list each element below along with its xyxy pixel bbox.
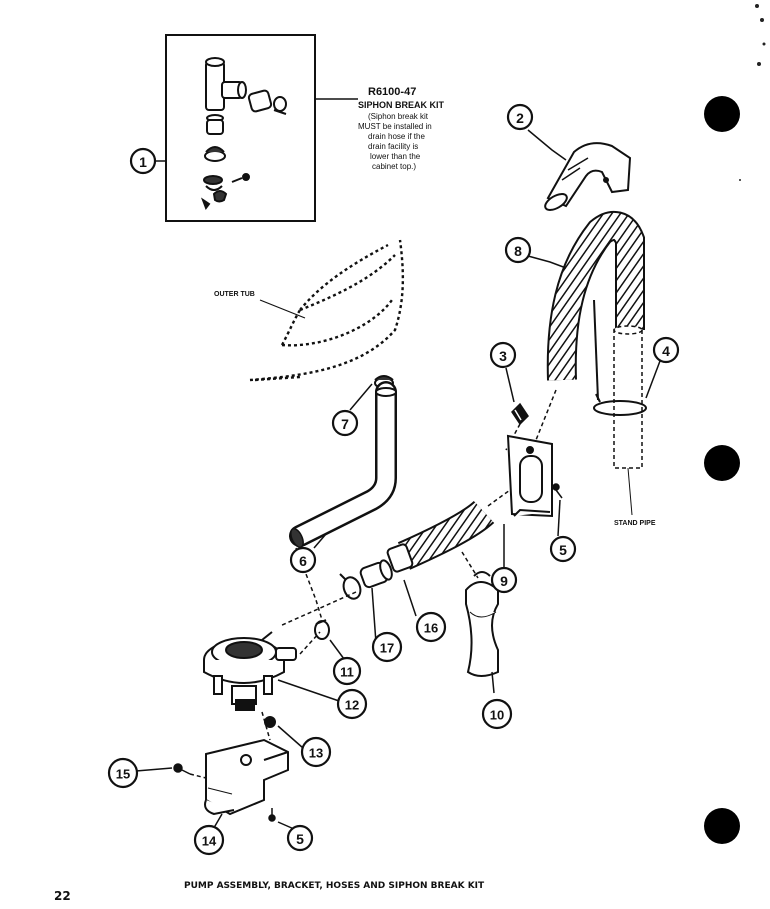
svg-text:15: 15 <box>116 767 130 782</box>
callout-1: 1 <box>129 147 157 175</box>
kit-note-line: (Siphon break kit <box>368 112 429 121</box>
callout-5-upper: 5 <box>549 535 577 563</box>
kit-part-number: R6100-47 <box>368 86 416 98</box>
kit-note-line: lower than the <box>370 152 421 161</box>
svg-text:4: 4 <box>662 343 670 359</box>
clamp-part-11 <box>314 619 330 640</box>
assembly-line <box>261 711 271 741</box>
corrugated-hose-lower <box>397 500 495 570</box>
assembly-line <box>461 551 479 579</box>
ball-part-13 <box>264 716 276 728</box>
callout-3: 3 <box>489 341 517 369</box>
svg-text:12: 12 <box>345 698 359 713</box>
scan-specks <box>739 4 766 181</box>
callout-9: 9 <box>490 566 518 594</box>
svg-text:1: 1 <box>139 154 147 170</box>
elbow-part-2 <box>544 142 632 211</box>
svg-text:14: 14 <box>202 834 217 849</box>
callout-12: 12 <box>336 688 368 720</box>
outer-tub-label: OUTER TUB <box>214 291 255 298</box>
svg-text:5: 5 <box>559 542 567 558</box>
kit-coupling <box>247 89 287 115</box>
siphon-break-kit-inset <box>165 34 358 222</box>
clamp-part-17 <box>339 573 362 600</box>
stand-pipe <box>613 325 643 469</box>
assembly-line <box>535 389 557 441</box>
tee-fitting <box>205 57 247 111</box>
screw-part-15 <box>173 763 191 775</box>
svg-text:6: 6 <box>299 553 307 569</box>
binder-hole-top <box>704 96 740 132</box>
callout-2: 2 <box>506 103 534 131</box>
callout-15: 15 <box>107 757 139 789</box>
outer-tub-outline <box>249 239 405 382</box>
outer-tub-leader <box>259 299 306 319</box>
kit-title: SIPHON BREAK KIT <box>358 100 445 110</box>
kit-text-block: R6100-47 SIPHON BREAK KIT (Siphon break … <box>358 86 445 171</box>
kit-note-line: MUST be installed in <box>358 122 432 131</box>
hose-support-part-10 <box>465 571 499 677</box>
kit-note-line: cabinet top.) <box>372 162 416 171</box>
callout-14: 14 <box>193 824 225 856</box>
strap-part-4 <box>593 299 647 416</box>
kit-note-line: drain hose if the <box>368 132 425 141</box>
callout-6: 6 <box>289 546 317 574</box>
stand-pipe-leader <box>627 467 633 516</box>
svg-text:5: 5 <box>296 831 304 847</box>
callout-7: 7 <box>331 409 359 437</box>
svg-text:3: 3 <box>499 348 507 364</box>
bracket-part-9 <box>506 434 553 518</box>
svg-text:11: 11 <box>340 665 354 680</box>
page-number: 22 <box>54 889 71 903</box>
bracket-part-14 <box>204 738 289 816</box>
svg-text:10: 10 <box>490 708 504 723</box>
assembly-line <box>487 489 511 507</box>
svg-text:16: 16 <box>424 621 438 636</box>
stand-pipe-label: STAND PIPE <box>614 520 656 527</box>
screw-part-5-lower <box>268 808 276 822</box>
svg-text:7: 7 <box>341 416 349 432</box>
kit-note-line: drain facility is <box>368 142 418 151</box>
callout-17: 17 <box>371 631 403 663</box>
assembly-line <box>189 773 207 779</box>
svg-text:9: 9 <box>500 573 508 589</box>
callout-11: 11 <box>332 656 362 686</box>
svg-text:8: 8 <box>514 243 522 259</box>
clip-part-3 <box>511 402 529 426</box>
coupling-part-16 <box>359 543 414 589</box>
kit-parts-stack <box>200 114 250 211</box>
callout-leaders <box>135 129 661 839</box>
svg-text:2: 2 <box>516 110 524 126</box>
binder-hole-bottom <box>704 808 740 844</box>
corrugated-hose-part-8 <box>546 210 645 381</box>
svg-text:17: 17 <box>380 641 394 656</box>
callout-16: 16 <box>415 611 447 643</box>
pump-part-12 <box>203 631 297 711</box>
svg-text:13: 13 <box>309 746 323 761</box>
callout-13: 13 <box>300 736 332 768</box>
callout-10: 10 <box>481 698 513 730</box>
callout-4: 4 <box>652 336 680 364</box>
screw-part-5-upper <box>552 483 563 499</box>
binder-hole-middle <box>704 445 740 481</box>
diagram-caption: PUMP ASSEMBLY, BRACKET, HOSES AND SIPHON… <box>184 881 485 891</box>
callout-8: 8 <box>504 236 532 264</box>
hose-part-6 <box>289 381 397 549</box>
callout-5-lower: 5 <box>286 824 314 852</box>
